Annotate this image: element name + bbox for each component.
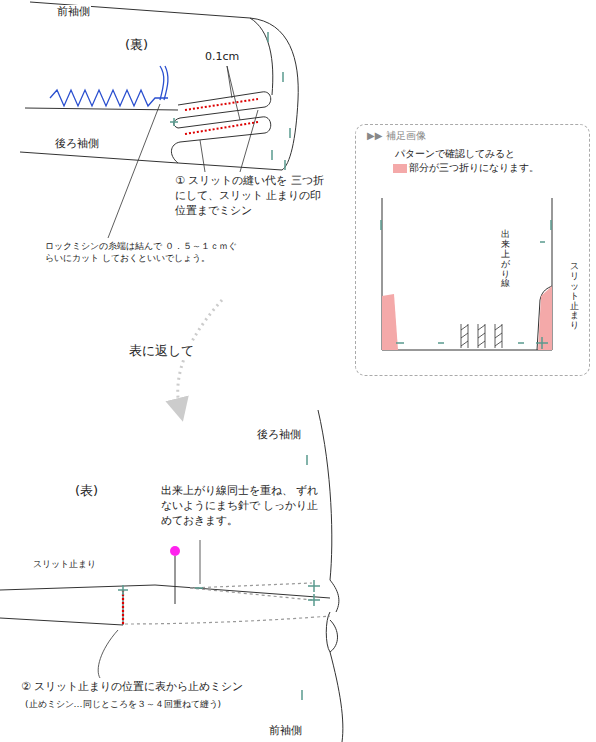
pin-note: 出来上がり線同士を重ね、 ずれないようにまち針で しっかり止めておきます。 [160,484,322,529]
panel-heading: ▶▶ 補足画像 [366,129,427,143]
step-note: ① スリットの縫い代を 三つ折にして、スリット 止まりの印位置までミシン [174,174,326,219]
side-label: (表) [74,482,99,500]
slit-stop-label: スリット止まり [32,558,97,570]
part-name: 後ろ袖側 [54,137,100,152]
part-name: 後ろ袖側 [256,428,302,443]
dimension: 0.1cm [204,50,240,65]
sub-note: (止めミシン…同じところを３～４回重ねて縫う) [24,698,222,710]
side-label: (裏) [124,36,149,54]
slit-stop-label: スリット止まり [569,262,580,331]
step-heading: 表に返して [128,342,195,360]
part-name: 前袖側 [268,724,303,739]
legend-row: 部分が三つ折りになります。 [392,161,540,175]
tip-note: ロックミシンの糸端は結んで ０．５～１ｃｍぐらいにカット しておくといいでしょう… [44,240,246,264]
supplement-panel: ▶▶ 補足画像パターンで確認してみると部分が三つ折りになります。 [355,124,590,376]
legend-text: 部分が三つ折りになります。 [409,162,539,173]
step-note: ② スリット止まりの位置に表から止めミシン [20,680,244,695]
legend-swatch [393,164,407,173]
panel-text: パターンで確認してみると [394,147,516,161]
finish-line-label: 出来上がり線 [500,230,511,289]
part-name: 前袖側 [56,5,91,20]
